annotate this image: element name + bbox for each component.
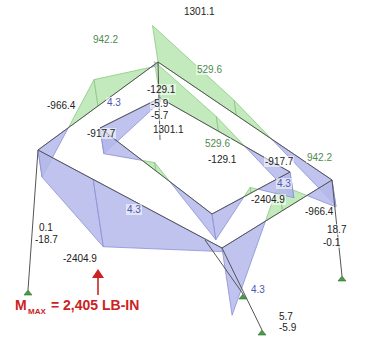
moment-value: 4.3 [276, 178, 292, 189]
moment-value: -129.1 [207, 154, 237, 165]
arrow-head [92, 269, 104, 278]
support-symbol [239, 294, 247, 299]
supports [24, 276, 346, 335]
support-symbol [24, 290, 32, 295]
moment-value: 4.3 [250, 284, 266, 295]
moment-diagrams [38, 26, 336, 316]
leader-line [97, 276, 99, 295]
max-moment-note: = 2,405 LB-IN [50, 298, 140, 313]
support-symbol [258, 330, 266, 335]
moment-fill [212, 197, 244, 240]
frame-member [38, 62, 158, 150]
moment-fill [307, 180, 336, 207]
moment-value: -5.7 [150, 110, 169, 121]
frame-member [205, 240, 243, 294]
moment-value: -966.4 [304, 206, 334, 217]
moment-fill [222, 221, 265, 315]
moment-value: -129.1 [146, 84, 176, 95]
moment-value: 942.2 [92, 34, 119, 45]
moment-value: -917.7 [86, 128, 116, 139]
support-symbol [338, 276, 346, 281]
moment-fill [234, 100, 271, 139]
frame-member [28, 150, 38, 290]
moment-value: 529.6 [196, 64, 223, 75]
moment-value: 18.7 [326, 224, 347, 235]
frame-member [38, 150, 222, 248]
leader-arrow [92, 269, 104, 295]
moment-value: -18.7 [34, 234, 59, 245]
moment-value: 1301.1 [183, 6, 216, 17]
frame-members [28, 62, 342, 330]
moment-value: 529.6 [204, 138, 231, 149]
moment-value: -966.4 [46, 100, 76, 111]
moment-value: 4.3 [126, 204, 142, 215]
moment-value: 942.2 [306, 152, 333, 163]
max-moment-note: MAX [27, 308, 47, 317]
moment-value: 1301.1 [152, 124, 185, 135]
moment-value: -2404.9 [62, 253, 98, 264]
moment-fill [245, 146, 294, 198]
moment-value: -2404.9 [250, 194, 286, 205]
moment-value: -5.9 [278, 322, 297, 333]
moment-value: 5.7 [278, 311, 294, 322]
moment-fill [170, 182, 216, 240]
frame-member [100, 128, 212, 214]
moment-value: -0.1 [322, 237, 341, 248]
moment-fill [38, 150, 103, 247]
moment-value: 4.3 [106, 97, 122, 108]
moment-value: -917.7 [264, 156, 294, 167]
max-moment-note: M [14, 298, 28, 313]
moment-value: 0.1 [38, 222, 54, 233]
moment-value: -5.9 [150, 98, 169, 109]
